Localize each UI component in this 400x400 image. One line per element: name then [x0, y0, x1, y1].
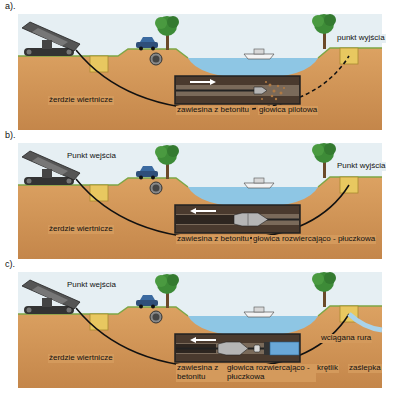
scene: [18, 143, 382, 259]
bentonite-label: zawiesina z betonitu: [176, 235, 250, 244]
end-cap: [264, 342, 270, 355]
exit-point-label: punkt wyjścia: [336, 34, 386, 43]
pilot-head: [254, 87, 267, 94]
panel-pilot-bore: [18, 14, 382, 130]
reamer-head-label: głowica rozwiercająco - płuczkowa: [252, 235, 376, 244]
end-cap-label: zaślepka: [348, 364, 382, 373]
panel-pullback: [18, 272, 382, 388]
drill-path: [76, 308, 349, 368]
direction-arrow: [190, 337, 216, 343]
scene: [18, 272, 382, 388]
drill-rods-label: żerdzie wiertnicze: [48, 96, 114, 105]
entry-point-label: Punkt wejścia: [66, 281, 117, 290]
direction-arrow: [190, 208, 216, 214]
inset-box: [175, 76, 300, 104]
inset-box: [175, 205, 300, 233]
panel-letter: b).: [4, 131, 17, 141]
swivel: [254, 345, 260, 352]
bentonite-label: zawiesina z betonitu: [176, 364, 226, 382]
drill-rods-label: żerdzie wiertnicze: [48, 354, 114, 363]
panel-letter: c).: [4, 260, 16, 270]
reamer-head-label: głowica rozwiercająco - płuczkowa: [226, 364, 316, 382]
scene: [18, 14, 382, 130]
swivel-label: krętlik: [316, 364, 339, 373]
pulled-pipe: [349, 314, 382, 330]
entry-point-label: Punkt wejścia: [66, 152, 117, 161]
bentonite-label: zawiesina z betonitu: [176, 106, 250, 115]
drill-path: [76, 179, 349, 239]
exit-point-label: Punkt wyjścia: [336, 162, 386, 171]
pipe: [270, 342, 299, 355]
reamer-head: [234, 213, 268, 226]
pilot-head-label: głowica pilotowa: [258, 106, 318, 115]
pulled-pipe-label: wciągana rura: [320, 334, 372, 343]
panel-reaming: [18, 143, 382, 259]
drill-rods-label: żerdzie wiertnicze: [48, 225, 114, 234]
reamer-head: [218, 342, 248, 355]
panel-letter: a).: [4, 2, 17, 12]
direction-arrow: [190, 79, 216, 85]
inset-box: [175, 334, 300, 362]
